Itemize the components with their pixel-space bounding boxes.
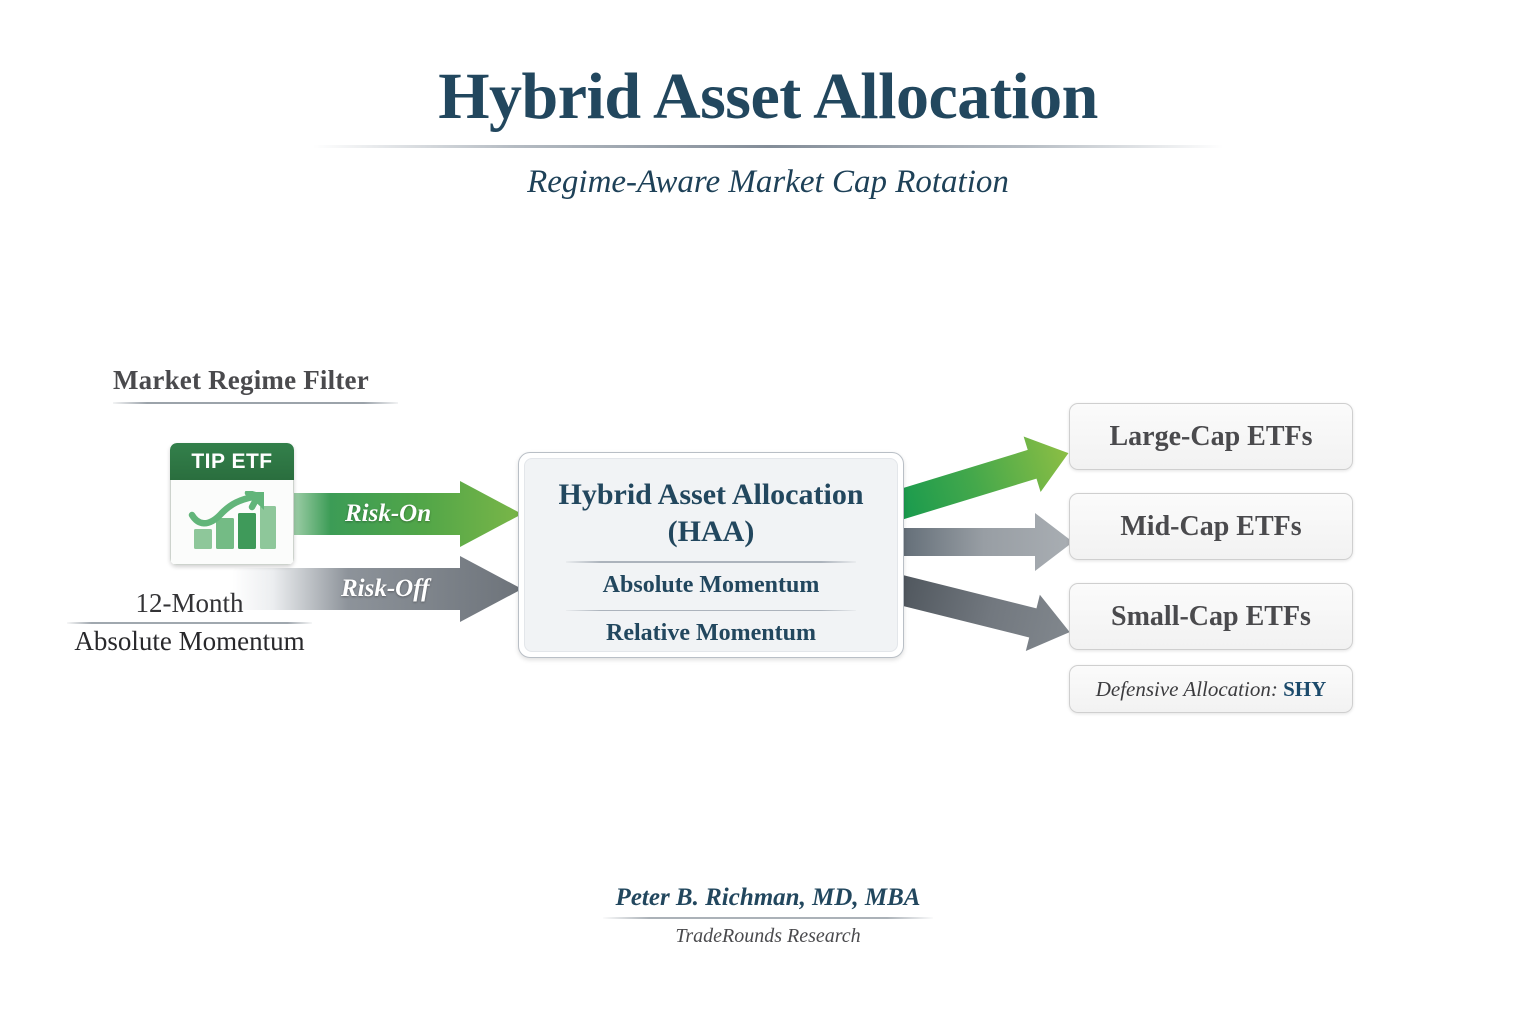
output-box-large-cap[interactable]: Large-Cap ETFs bbox=[1069, 403, 1353, 470]
section-heading: Market Regime Filter bbox=[113, 365, 369, 395]
market-regime-filter-section: Market Regime Filter bbox=[113, 365, 403, 404]
momentum-signal-label: 12-Month Absolute Momentum bbox=[62, 588, 317, 657]
defensive-allocation-ticker: SHY bbox=[1283, 676, 1327, 701]
output-box-small-cap[interactable]: Small-Cap ETFs bbox=[1069, 583, 1353, 650]
author-name: Peter B. Richman, MD, MBA bbox=[615, 884, 921, 911]
haa-divider-2 bbox=[566, 609, 856, 612]
page-title: Hybrid Asset Allocation bbox=[438, 60, 1098, 133]
output-box-mid-cap[interactable]: Mid-Cap ETFs bbox=[1069, 493, 1353, 560]
haa-rule-absolute-momentum: Absolute Momentum bbox=[602, 571, 820, 598]
organization-name: TradeRounds Research bbox=[675, 924, 861, 947]
haa-title-line2: (HAA) bbox=[667, 514, 755, 548]
risk-off-label: Risk-Off bbox=[341, 575, 430, 602]
haa-title-line1: Hybrid Asset Allocation bbox=[558, 478, 864, 511]
output-label-small-cap: Small-Cap ETFs bbox=[1111, 600, 1311, 632]
risk-on-label: Risk-On bbox=[345, 500, 432, 527]
tip-etf-card[interactable]: TIP ETF bbox=[170, 443, 294, 565]
page-subtitle: Regime-Aware Market Cap Rotation bbox=[527, 164, 1009, 201]
output-label-mid-cap: Mid-Cap ETFs bbox=[1120, 510, 1302, 542]
footer: Peter B. Richman, MD, MBA TradeRounds Re… bbox=[0, 884, 1536, 948]
haa-rule-relative-momentum: Relative Momentum bbox=[606, 620, 816, 647]
defensive-allocation-prefix: Defensive Allocation: bbox=[1095, 676, 1278, 701]
momentum-period: 12-Month bbox=[135, 588, 244, 618]
momentum-label-divider bbox=[67, 622, 312, 624]
momentum-type: Absolute Momentum bbox=[74, 626, 305, 656]
title-block: Hybrid Asset Allocation Regime-Aware Mar… bbox=[0, 62, 1536, 201]
haa-engine-title: Hybrid Asset Allocation (HAA) bbox=[558, 477, 863, 550]
risk-off-arrow bbox=[232, 556, 522, 622]
haa-engine-box[interactable]: Hybrid Asset Allocation (HAA) Absolute M… bbox=[518, 452, 904, 658]
haa-divider-1 bbox=[566, 561, 856, 563]
section-heading-divider bbox=[113, 402, 398, 404]
tip-etf-card-body bbox=[170, 480, 294, 565]
defensive-allocation-label: Defensive Allocation: SHY bbox=[1096, 677, 1327, 702]
title-divider bbox=[313, 145, 1223, 149]
risk-on-arrow bbox=[232, 481, 522, 547]
output-arrows bbox=[895, 436, 1073, 652]
haa-engine-inner: Hybrid Asset Allocation (HAA) Absolute M… bbox=[524, 458, 898, 652]
output-box-defensive-allocation[interactable]: Defensive Allocation: SHY bbox=[1069, 665, 1353, 713]
output-label-large-cap: Large-Cap ETFs bbox=[1109, 420, 1313, 452]
bar-chart-up-icon bbox=[188, 491, 276, 549]
tip-etf-ticker-label: TIP ETF bbox=[170, 443, 294, 480]
footer-divider bbox=[603, 917, 933, 919]
